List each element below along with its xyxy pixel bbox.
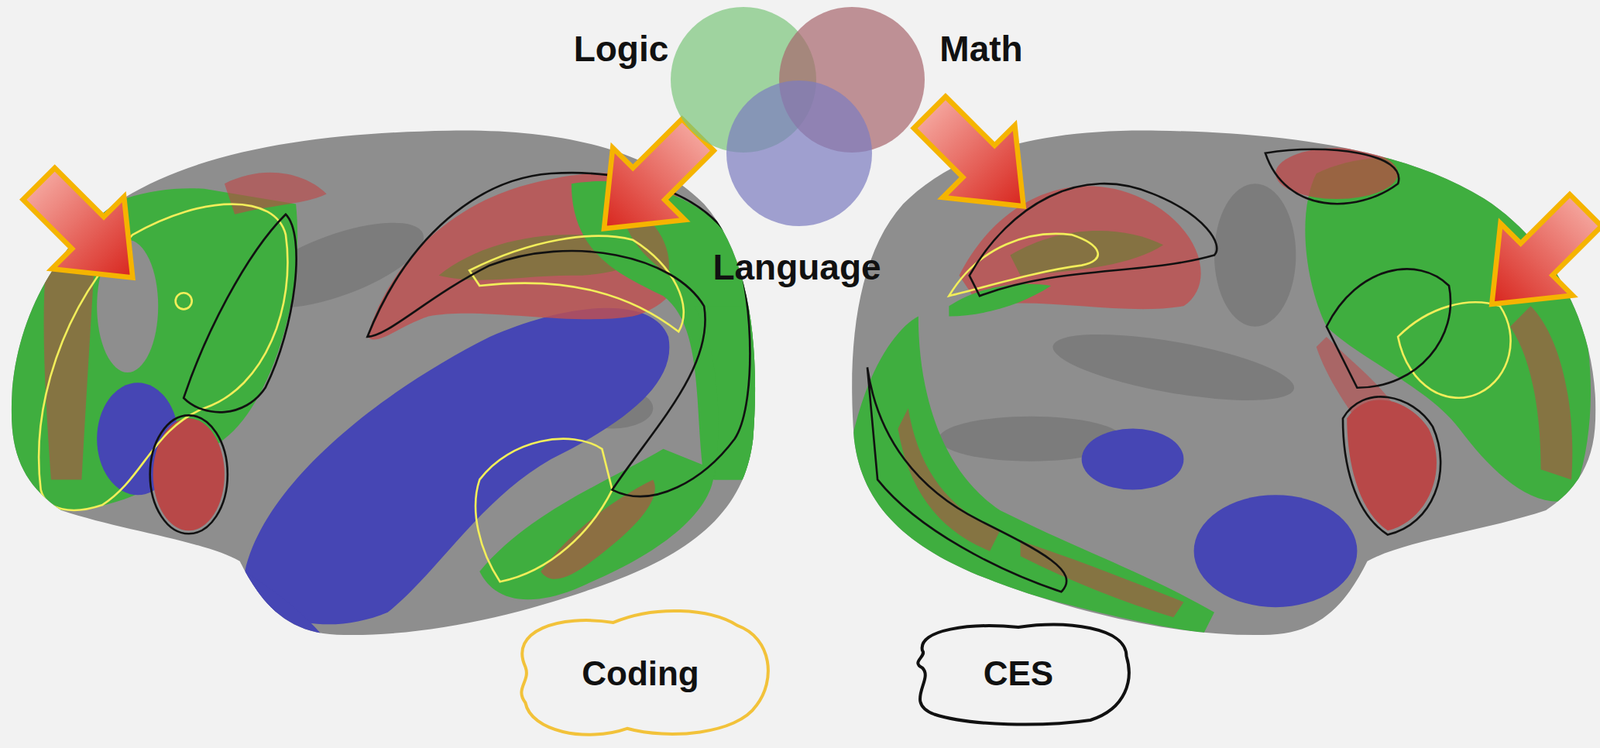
legend-label: Logic [573, 27, 670, 70]
blob-outline-path [521, 610, 768, 735]
outlined-blob: CES [898, 615, 1139, 732]
pointer-arrows [3, 75, 1600, 340]
blob-label: CES [983, 654, 1054, 694]
blob-label: Coding [581, 654, 700, 694]
legend-label: Math [939, 27, 1023, 70]
legend-label: Language [712, 246, 881, 289]
legend-swatch [726, 80, 873, 227]
blob-outline-path [917, 624, 1129, 725]
arrow [3, 147, 169, 314]
arrow [1455, 174, 1600, 340]
outlined-blob: Coding [503, 602, 779, 746]
